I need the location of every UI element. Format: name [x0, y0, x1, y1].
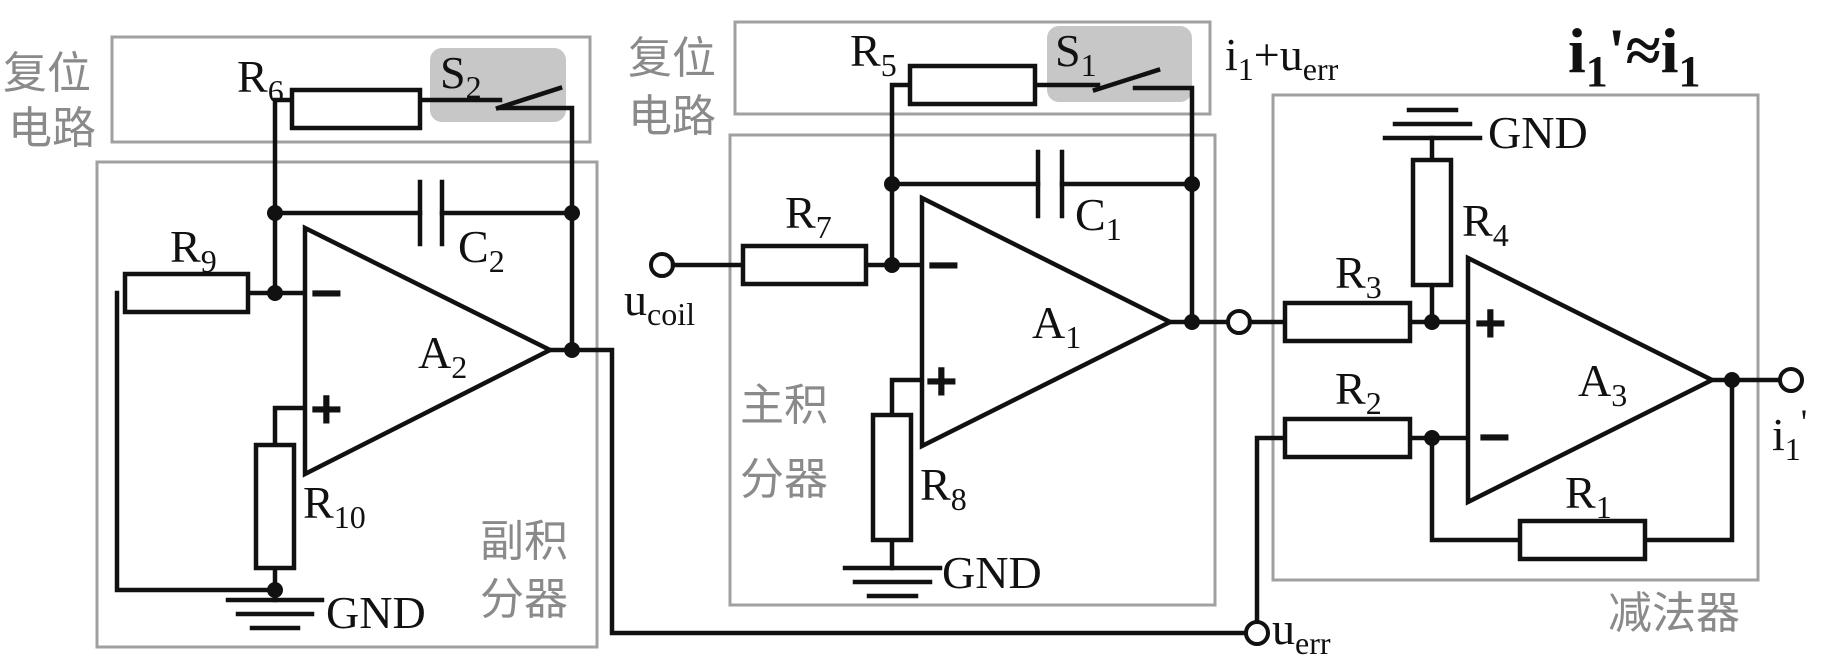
output-terminal-a1	[1226, 309, 1252, 335]
wire-s1-right	[1132, 85, 1195, 325]
wire-s2-right	[497, 105, 575, 353]
wire-r9-to-ground	[114, 290, 278, 593]
junction-dot	[1184, 176, 1200, 192]
label-r1: R1	[1565, 467, 1612, 525]
output-terminal-i1prime	[1778, 367, 1804, 393]
junction-dot	[1424, 314, 1440, 330]
resistor-r3	[1282, 300, 1413, 344]
label-gnd-left: GND	[326, 587, 426, 638]
label-a2: A2	[418, 327, 467, 385]
reset-label-left-line2: 电路	[8, 103, 96, 154]
wire-r6-left	[272, 97, 295, 296]
sub-integrator-box	[95, 160, 599, 649]
resistor-r2	[1282, 416, 1413, 460]
label-a3: A3	[1578, 355, 1627, 413]
opamp-a3	[1465, 254, 1718, 506]
terminal-uerr	[1244, 620, 1270, 646]
label-r10: R10	[303, 477, 366, 535]
opamp-a2	[302, 224, 556, 478]
wire-a2-output-uerr	[547, 347, 1248, 636]
resistor-r8	[870, 412, 914, 543]
label-gnd-mid: GND	[942, 547, 1042, 598]
junction-dot	[884, 176, 900, 192]
label-s2: S2	[440, 47, 482, 105]
a3-plus-sign: +	[1474, 291, 1507, 354]
a2-minus-sign: −	[310, 261, 343, 324]
wire-uerr-r2	[1254, 435, 1288, 625]
label-r7: R7	[785, 187, 832, 245]
label-c2: C2	[458, 221, 505, 279]
subtractor-box	[1271, 93, 1760, 582]
input-terminal-ucoil	[649, 252, 675, 278]
junction-dot	[267, 582, 283, 598]
main-integrator-box	[728, 133, 1217, 607]
label-r2: R2	[1335, 363, 1382, 421]
label-s1: S1	[1055, 25, 1097, 83]
label-r8: R8	[920, 459, 967, 517]
switch-s1-blade	[1092, 67, 1161, 93]
junction-dot	[1424, 430, 1440, 446]
label-ucoil: ucoil	[624, 274, 695, 332]
junction-dot	[267, 205, 283, 221]
junction-dot	[267, 285, 283, 301]
resistor-r9	[122, 271, 251, 315]
subtractor-label: 减法器	[1608, 588, 1740, 639]
a3-minus-sign: −	[1478, 405, 1511, 468]
label-a1: A1	[1032, 297, 1081, 355]
resistor-r7	[740, 243, 869, 287]
junction-dot	[1184, 314, 1200, 330]
reset-circuit-box-left	[110, 35, 592, 144]
resistor-r5	[907, 63, 1038, 107]
sub-integrator-label-line2: 分器	[480, 574, 568, 625]
resistor-r10	[253, 442, 297, 571]
title-formula: i1'≈i1	[1568, 15, 1700, 96]
junction-dot	[564, 205, 580, 221]
a1-plus-sign: +	[925, 349, 958, 412]
main-integrator-label-line2: 分器	[740, 454, 828, 505]
label-i1-plus-uerr: i1+uerr	[1225, 29, 1339, 87]
resistor-r4	[1410, 157, 1454, 288]
wire-r10-top	[272, 405, 308, 448]
junction-dot	[564, 342, 580, 358]
wire-r5-left	[889, 82, 913, 268]
junction-dot	[884, 257, 900, 273]
resistor-r6	[289, 87, 423, 131]
wire-r1-left	[1429, 435, 1523, 543]
resistor-r1	[1517, 518, 1648, 562]
switch-s2-blade	[495, 85, 563, 111]
label-i1-prime: i1'	[1772, 402, 1807, 467]
a2-plus-sign: +	[310, 377, 343, 440]
reset-label-mid-line1: 复位	[628, 33, 716, 84]
junction-dot	[1724, 372, 1740, 388]
sub-integrator-label-line1: 副积	[480, 516, 568, 567]
a1-minus-sign: −	[927, 233, 960, 296]
wire-r1-right	[1642, 377, 1735, 543]
label-uerr: uerr	[1272, 603, 1331, 661]
label-c1: C1	[1075, 189, 1122, 247]
label-r5: R5	[850, 25, 897, 83]
opamp-a1	[919, 194, 1176, 450]
wire-r8-top	[889, 377, 925, 418]
label-r6: R6	[237, 51, 284, 109]
label-gnd-right: GND	[1488, 107, 1588, 158]
reset-label-left-line1: 复位	[3, 48, 91, 99]
main-integrator-label-line1: 主积	[740, 380, 828, 431]
reset-label-mid-line2: 电路	[628, 91, 716, 142]
reset-circuit-box-mid	[733, 20, 1212, 116]
label-r9: R9	[170, 221, 217, 279]
switch-s2-highlight	[430, 48, 566, 122]
label-r3: R3	[1335, 247, 1382, 305]
label-r4: R4	[1462, 195, 1509, 253]
